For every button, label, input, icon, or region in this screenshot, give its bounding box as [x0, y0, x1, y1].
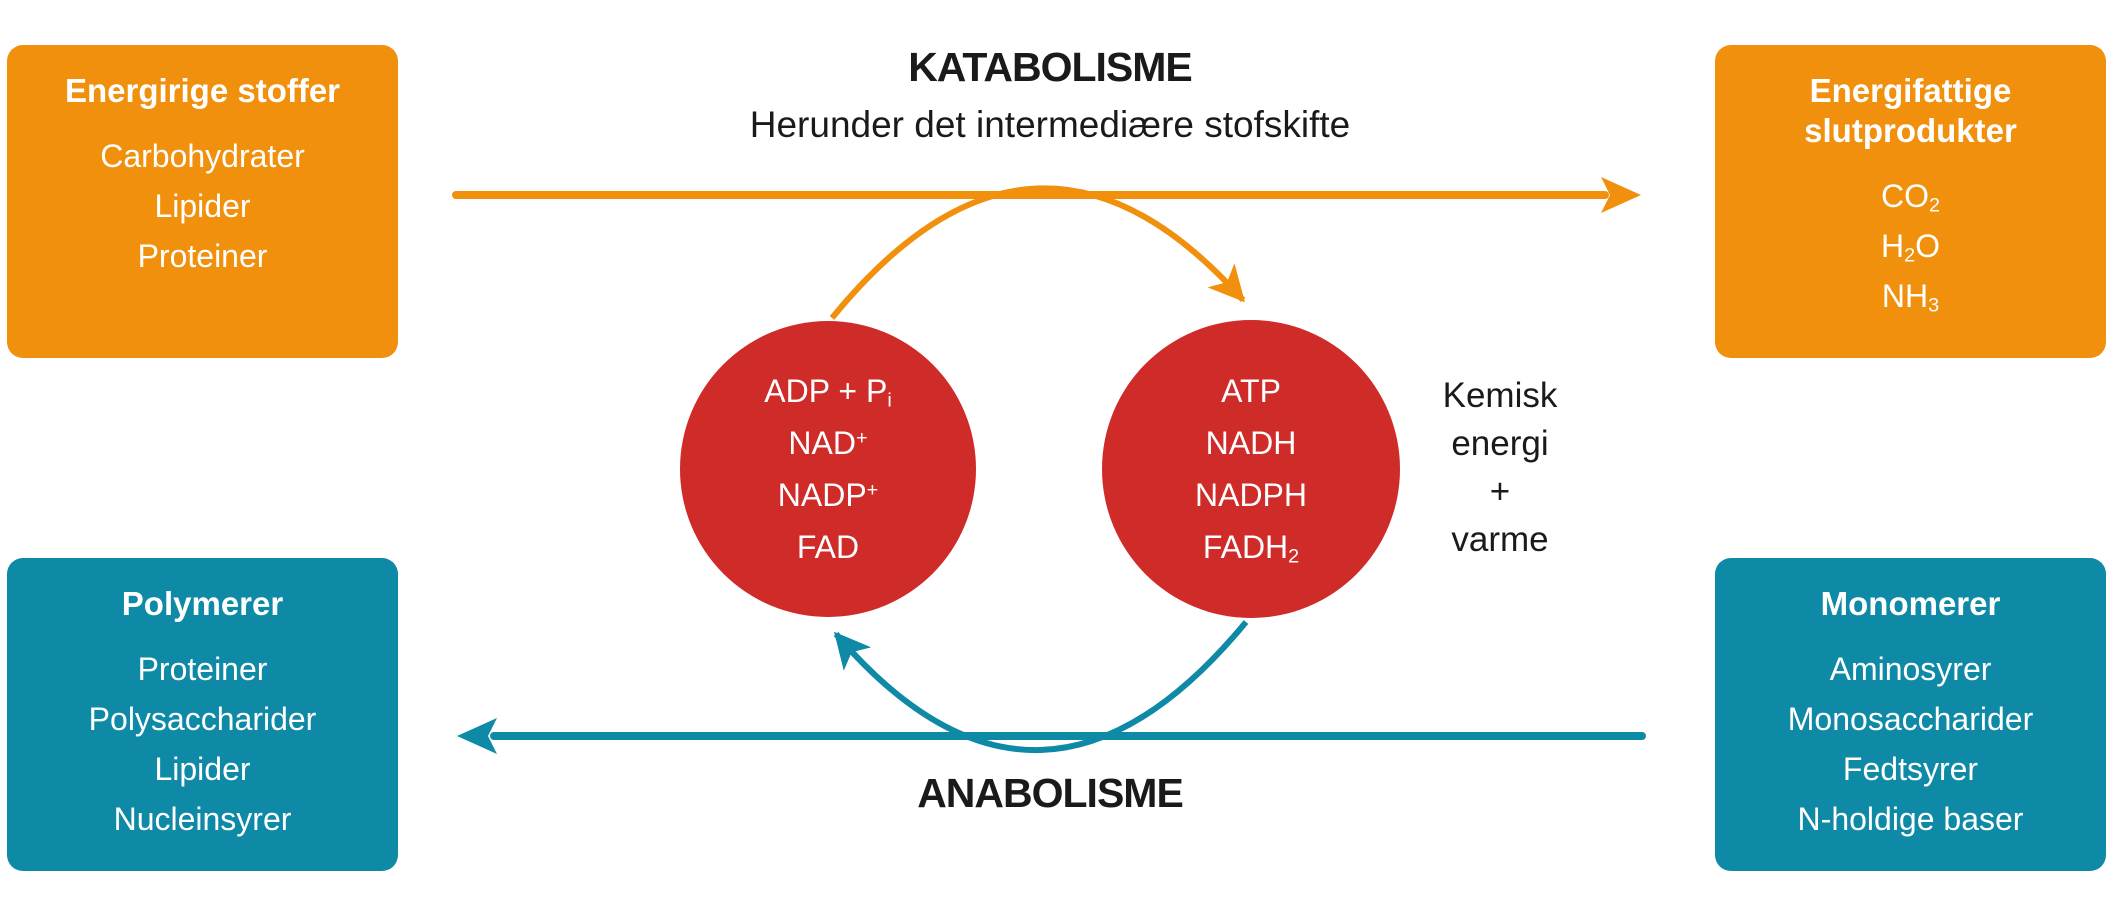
box-title: Monomerer — [1820, 585, 2001, 622]
cycle-curve-anabolic-icon — [833, 620, 1249, 753]
circle-line-formula: NAD+ — [788, 425, 868, 461]
box-monomerer: Monomerer Aminosyrer Monosaccharider Fed… — [1715, 558, 2106, 871]
circle-line-formula: NADPH — [1194, 477, 1307, 513]
circle-line-formula: ATP — [1221, 373, 1281, 409]
list-item: Aminosyrer — [1829, 651, 1992, 687]
list-item: Polysaccharider — [88, 701, 317, 737]
box-energifattige-slutprodukter: Energifattige slutprodukter CO2 H2O NH3 — [1715, 45, 2106, 358]
circle-line-formula: FAD — [796, 529, 860, 565]
cycle-curve-catabolic-icon — [829, 185, 1246, 320]
box-polymerer: Polymerer Proteiner Polysaccharider Lipi… — [7, 558, 398, 871]
list-item: Proteiner — [137, 651, 268, 687]
list-item: Proteiner — [137, 238, 268, 274]
katabolisme-arrow-right-icon — [452, 177, 1641, 213]
circle-line-formula: FADH2 — [1202, 529, 1300, 568]
anabolisme-arrow-left-icon — [457, 718, 1646, 754]
circle-line-formula: NADP+ — [777, 477, 879, 513]
energy-label-line: Kemisk — [1442, 376, 1558, 415]
anabolisme-title: ANABOLISME — [917, 770, 1184, 816]
circle-spent-carriers: ADP + Pi NAD+ NADP+ FAD — [680, 321, 976, 617]
box-title: Polymerer — [121, 585, 284, 622]
energy-label-line: varme — [1451, 520, 1549, 559]
list-item: Lipider — [154, 751, 251, 787]
list-item: Fedtsyrer — [1842, 751, 1979, 787]
list-item: Monosaccharider — [1787, 701, 2034, 737]
energy-label-line: energi — [1451, 424, 1549, 463]
circle-charged-carriers: ATP NADH NADPH FADH2 — [1102, 320, 1400, 618]
circle-line-formula: ADP + Pi — [764, 373, 892, 412]
katabolisme-subtitle: Herunder det intermediære stofskifte — [749, 104, 1351, 145]
list-item-formula: NH3 — [1881, 278, 1940, 317]
box-title: Energifattige slutprodukter — [1804, 72, 2017, 149]
box-energirige-stoffer: Energirige stoffer Carbohydrater Lipider… — [7, 45, 398, 358]
list-item-formula: H2O — [1880, 228, 1941, 267]
box-title: Energirige stoffer — [64, 72, 341, 109]
circle-line-formula: NADH — [1205, 425, 1297, 461]
list-item: Carbohydrater — [100, 138, 305, 174]
list-item: Lipider — [154, 188, 251, 224]
list-item: N-holdige baser — [1797, 801, 2024, 837]
katabolisme-title: KATABOLISME — [908, 44, 1193, 90]
list-item: Nucleinsyrer — [113, 801, 292, 837]
energy-output-label: Kemisk energi + varme — [1400, 372, 1600, 564]
energy-label-line: + — [1489, 472, 1511, 511]
list-item-formula: CO2 — [1880, 178, 1941, 217]
